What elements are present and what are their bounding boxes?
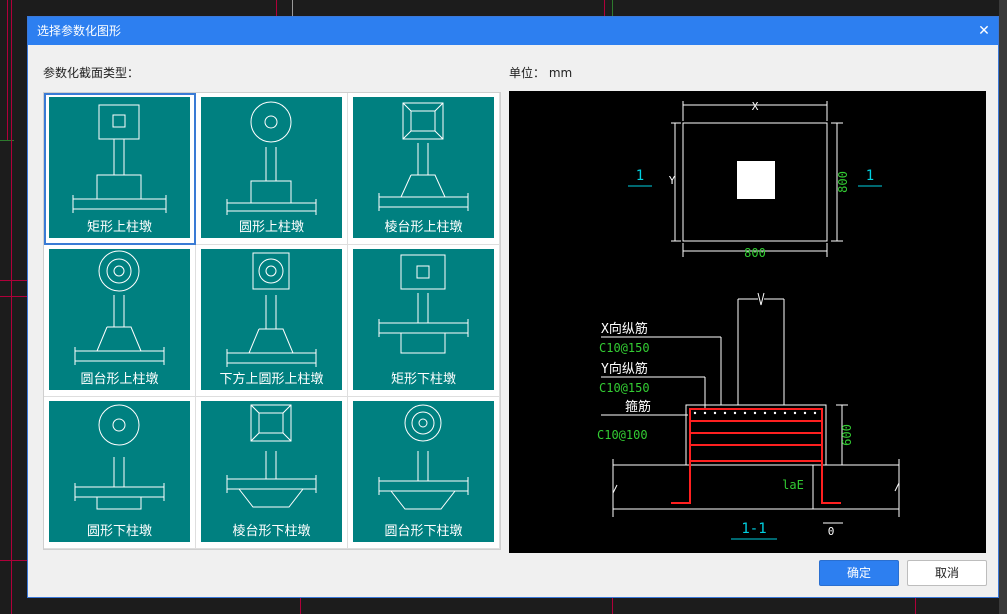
shape-circle-upper-pier[interactable]: 圆形上柱墩 (196, 93, 348, 245)
stirrup-label: 箍筋 (625, 399, 651, 415)
bg-line (604, 0, 605, 16)
rect-upper-pier-icon (72, 104, 167, 213)
shape-thumbnail: 矩形下柱墩 (353, 249, 494, 390)
shape-thumbnail: 下方上圆形上柱墩 (201, 249, 342, 390)
bg-line (292, 0, 293, 16)
shape-thumbnail: 圆台形上柱墩 (49, 249, 190, 390)
round-frustum-lower-pier-icon (378, 404, 469, 510)
dim-x: X (752, 100, 759, 113)
bg-line (612, 0, 613, 16)
dim-lae: laE (782, 478, 804, 492)
shape-thumbnail: 圆台形下柱墩 (353, 401, 494, 542)
circle-upper-pier-icon (226, 101, 317, 215)
unit-value: mm (548, 66, 573, 80)
bg-line (7, 0, 8, 140)
y-rebar-label: Y向纵筋 (601, 361, 648, 377)
shape-round-frustum-lower-pier[interactable]: 圆台形下柱墩 (348, 397, 500, 549)
shape-circle-lower-pier[interactable]: 圆形下柱墩 (44, 397, 196, 549)
shape-label: 棱台形下柱墩 (232, 524, 311, 539)
shape-rect-lower-pier[interactable]: 矩形下柱墩 (348, 245, 500, 397)
bg-line (0, 140, 14, 141)
shape-thumbnail: 棱台形下柱墩 (201, 401, 342, 542)
shape-label: 圆台形下柱墩 (384, 524, 463, 539)
square-round-pier-icon (226, 252, 317, 367)
shape-frustum-lower-pier[interactable]: 棱台形下柱墩 (196, 397, 348, 549)
shape-label: 圆形下柱墩 (86, 524, 152, 539)
bg-line (11, 0, 12, 614)
unit-caption: 单位： (509, 66, 546, 80)
bg-line (0, 280, 27, 281)
shape-label: 矩形上柱墩 (86, 220, 152, 235)
shape-rect-upper-pier[interactable]: 矩形上柱墩 (44, 93, 196, 245)
dim-width: 800 (744, 246, 766, 260)
stirrup-value: C10@100 (597, 428, 648, 442)
shape-thumbnail: 圆形上柱墩 (201, 97, 342, 238)
frustum-upper-pier-icon (378, 102, 469, 211)
bg-line (300, 598, 301, 614)
shape-grid: 矩形上柱墩 圆形上柱墩 (43, 92, 501, 550)
shape-preview-canvas: X Y 800 800 1 1 (509, 91, 986, 553)
bg-panel (999, 0, 1007, 614)
shape-thumbnail: 棱台形上柱墩 (353, 97, 494, 238)
shape-label: 棱台形上柱墩 (384, 220, 463, 235)
bg-line (0, 296, 27, 297)
rebar-dots (693, 411, 817, 415)
dialog-title: 选择参数化图形 (37, 24, 122, 38)
shape-label: 下方上圆形上柱墩 (219, 372, 324, 387)
dim-depth: 600 (840, 424, 854, 446)
shape-label: 矩形下柱墩 (390, 372, 456, 387)
section-mark-right: 1 (866, 168, 874, 184)
column-section (737, 161, 775, 199)
shape-round-frustum-upper-pier[interactable]: 圆台形上柱墩 (44, 245, 196, 397)
x-rebar-label: X向纵筋 (601, 321, 648, 337)
section-title: 1-1 (741, 521, 766, 537)
shape-thumbnail: 圆形下柱墩 (49, 401, 190, 542)
close-icon[interactable]: ✕ (978, 23, 990, 39)
dim-zero: 0 (828, 525, 835, 538)
bg-line (276, 0, 277, 16)
dim-y: Y (669, 174, 676, 187)
frustum-lower-pier-icon (226, 404, 317, 508)
rect-lower-pier-icon (378, 254, 469, 354)
shape-label: 圆台形上柱墩 (80, 372, 159, 387)
select-parametric-shape-dialog: 选择参数化图形 ✕ 参数化截面类型： 单位： mm 矩形上柱墩 (27, 16, 999, 598)
unit-label: 单位： mm (509, 64, 572, 81)
bg-line (0, 560, 27, 561)
circle-lower-pier-icon (74, 404, 165, 510)
x-rebar-value: C10@150 (599, 341, 650, 355)
cancel-button[interactable]: 取消 (907, 560, 987, 586)
dim-height: 800 (836, 171, 850, 193)
bg-line (915, 598, 916, 614)
preview-drawing: X Y 800 800 1 1 (597, 100, 900, 540)
section-mark-left: 1 (636, 168, 644, 184)
bg-line (612, 598, 613, 614)
shape-square-bottom-round-top-pier[interactable]: 下方上圆形上柱墩 (196, 245, 348, 397)
shape-frustum-upper-pier[interactable]: 棱台形上柱墩 (348, 93, 500, 245)
shape-label: 圆形上柱墩 (238, 220, 304, 235)
section-type-label: 参数化截面类型： (43, 66, 140, 80)
shape-thumbnail: 矩形上柱墩 (49, 97, 190, 238)
round-frustum-upper-pier-icon (74, 250, 165, 365)
dialog-title-bar[interactable]: 选择参数化图形 ✕ (28, 17, 998, 45)
rebar-cage (671, 408, 841, 504)
y-rebar-value: C10@150 (599, 381, 650, 395)
ok-button[interactable]: 确定 (819, 560, 899, 586)
